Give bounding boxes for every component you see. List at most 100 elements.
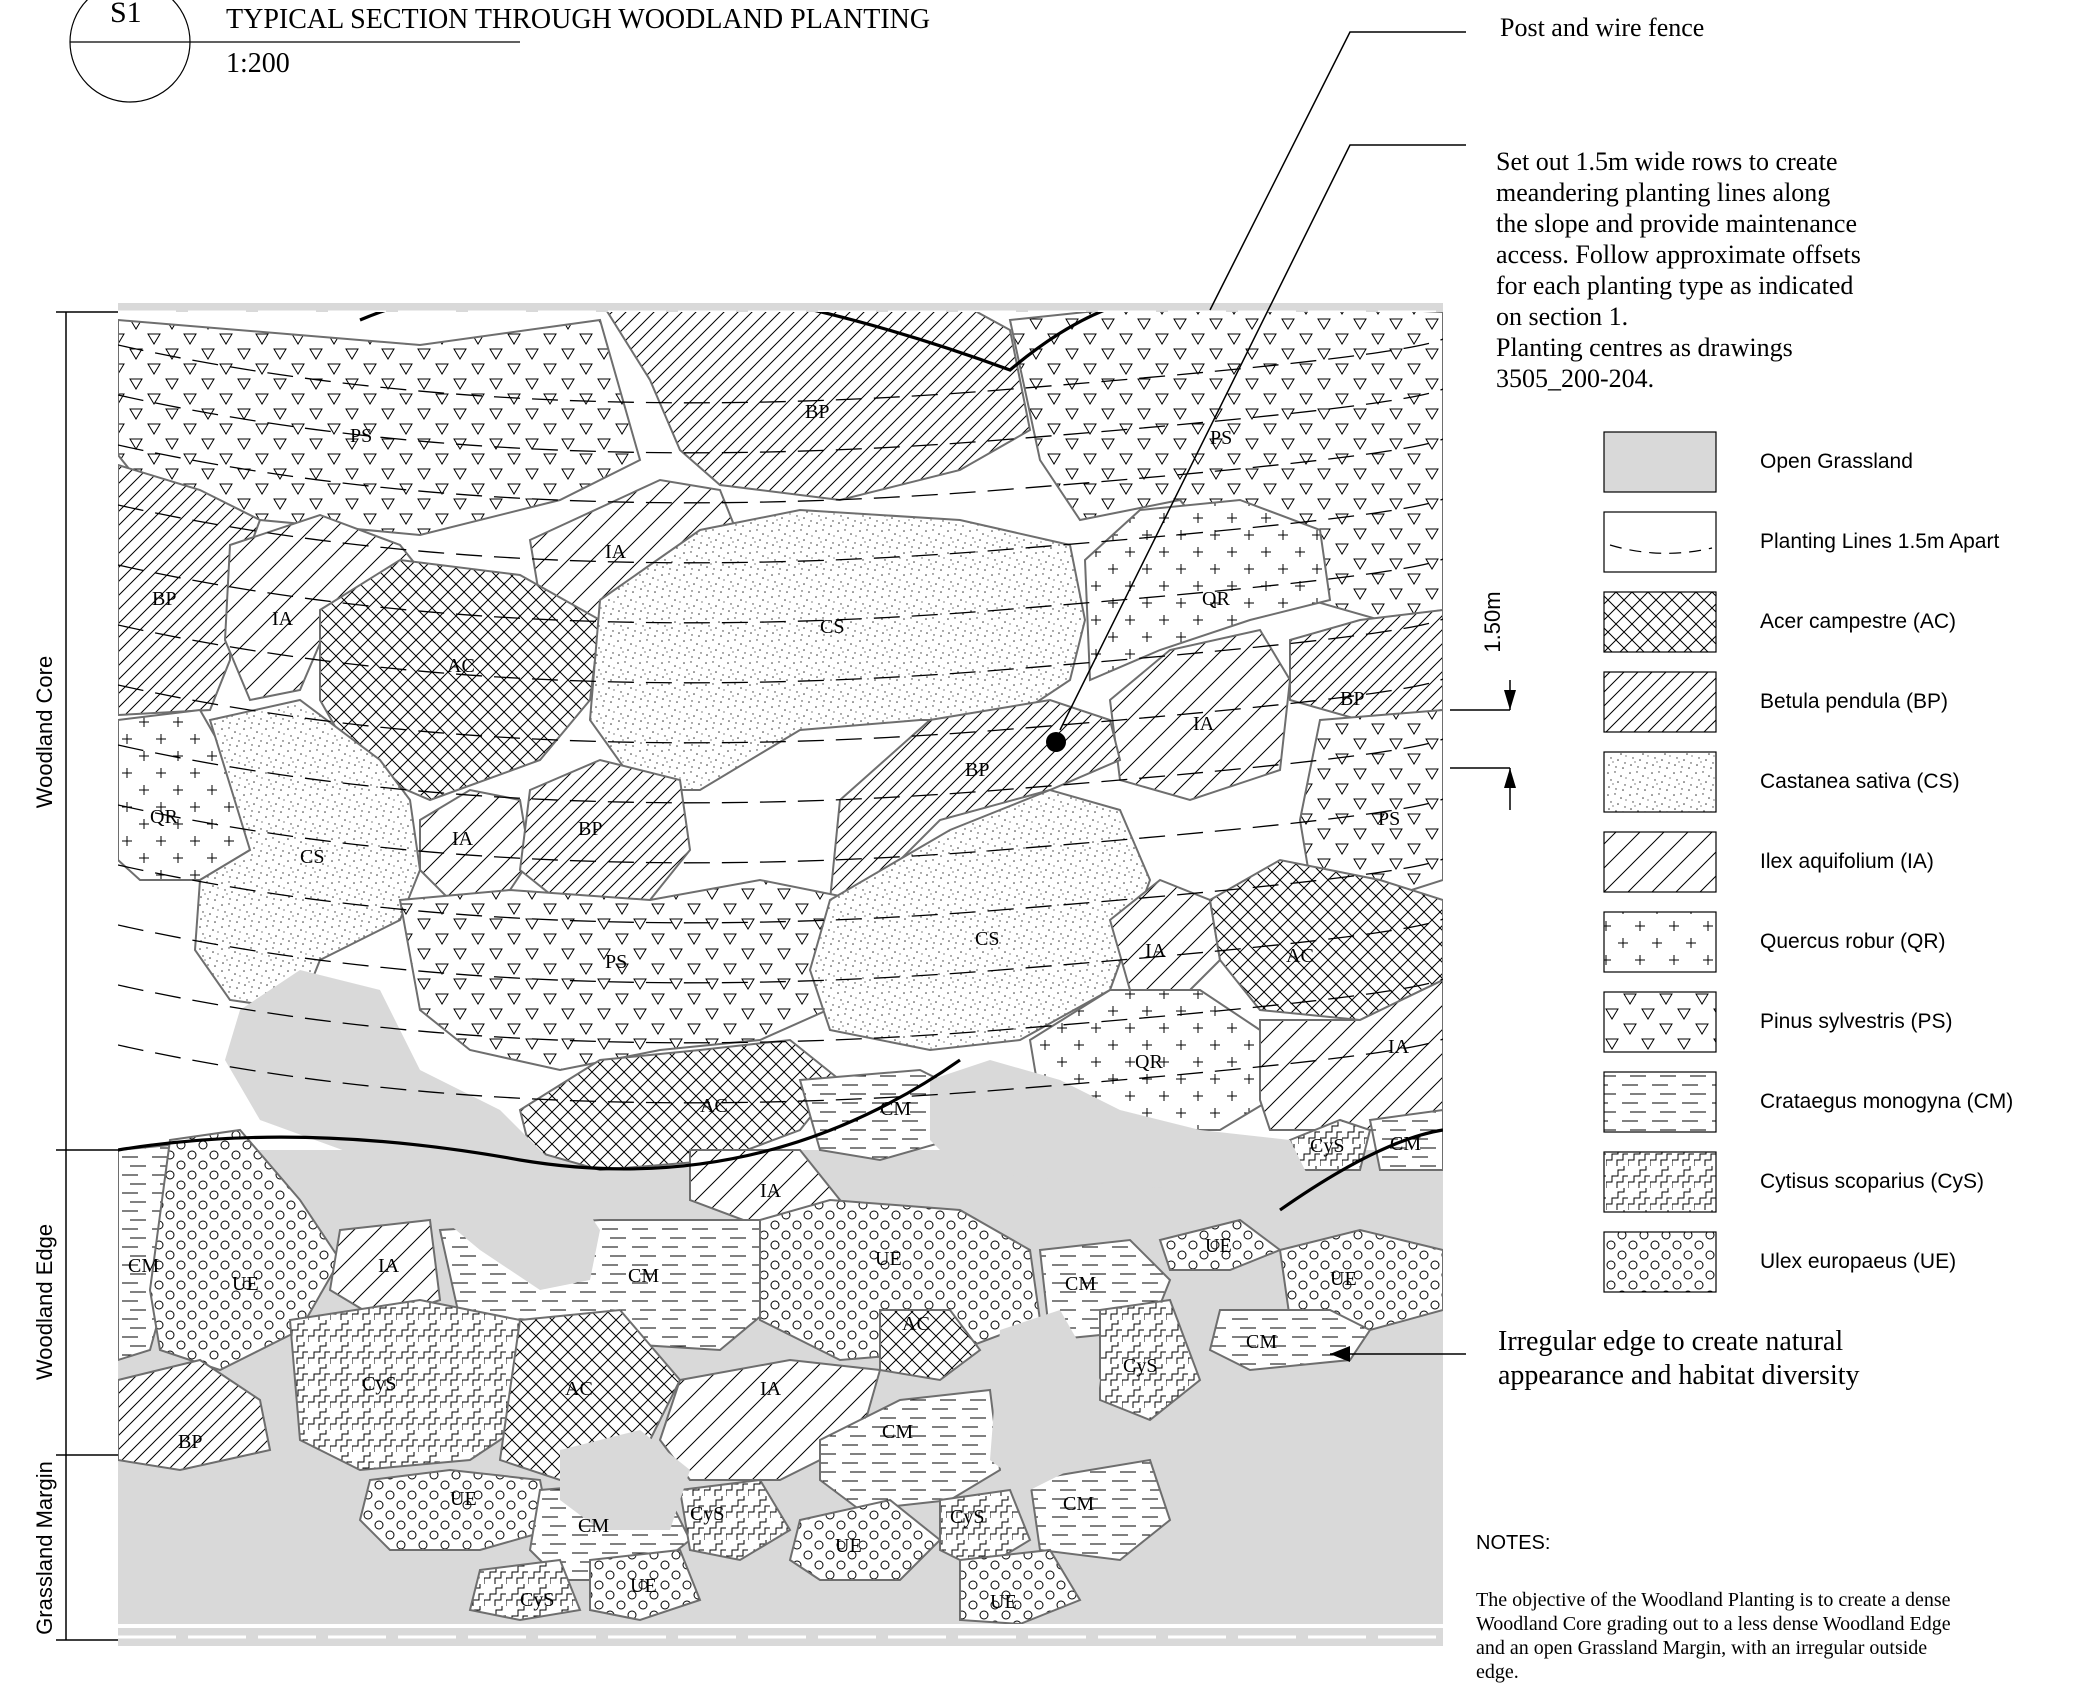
legend-swatch <box>1603 911 1717 973</box>
plot-label: CyS <box>520 1589 554 1611</box>
legend-label: Open Grassland <box>1760 450 1913 473</box>
drift-bp-4 <box>518 758 692 912</box>
drift-cys-6 <box>468 1558 582 1622</box>
plot-label: CM <box>128 1255 159 1277</box>
drift-bp-3 <box>1289 608 1443 722</box>
plot-label: CM <box>882 1421 913 1443</box>
plot-label: IA <box>378 1255 400 1277</box>
callout-edge-line: Irregular edge to create natural <box>1498 1326 1844 1357</box>
plot-label: PS <box>350 425 372 447</box>
callout-rows-line: Set out 1.5m wide rows to create <box>1496 147 1838 176</box>
plot-label: UE <box>232 1273 259 1295</box>
legend-label: Quercus robur (QR) <box>1760 930 1946 953</box>
legend-swatch <box>1603 1071 1717 1133</box>
drift-bp-6 <box>118 1358 272 1472</box>
callout-rows-line: access. Follow approximate offsets <box>1496 240 1861 269</box>
plot-label: UE <box>630 1575 657 1597</box>
plot-label: CM <box>1063 1493 1094 1515</box>
legend-label: Betula pendula (BP) <box>1760 690 1948 713</box>
callout-rows: Set out 1.5m wide rows to create meander… <box>1496 146 1966 394</box>
plot-label: IA <box>1388 1036 1410 1058</box>
plot-label: PS <box>605 951 627 973</box>
drift-ps-1 <box>118 318 642 537</box>
drift-ac-2 <box>1208 858 1443 1022</box>
callout-rows-line: 3505_200-204. <box>1496 364 1655 393</box>
drift-ps-4 <box>398 878 862 1072</box>
notes-line: edge. <box>1476 1661 1519 1683</box>
plot-label: AC <box>447 655 475 677</box>
legend-label: Ilex aquifolium (IA) <box>1760 850 1934 873</box>
plot-label: CM <box>578 1515 609 1537</box>
plot-label: UE <box>1205 1235 1232 1257</box>
drift-ue-7 <box>589 1548 702 1622</box>
plot-label: CyS <box>1310 1135 1344 1157</box>
legend-label: Acer campestre (AC) <box>1760 610 1957 633</box>
grass-clearing-2 <box>930 1060 1310 1200</box>
callout-edge-line: appearance and habitat diversity <box>1498 1360 1860 1391</box>
plot-label: BP <box>1340 688 1364 710</box>
drift-bp-1 <box>606 312 1032 502</box>
drift-ue-5 <box>358 1468 552 1551</box>
zone-label-margin: Grassland Margin <box>32 1461 57 1635</box>
plot-label: CS <box>820 616 844 638</box>
plot-label: AC <box>902 1313 930 1335</box>
legend-swatch <box>1603 671 1717 733</box>
zone-dimension-line <box>56 311 118 1641</box>
section-tag: S1 <box>110 0 142 29</box>
plot-label: AC <box>1286 945 1314 967</box>
zone-label-edge: Woodland Edge <box>32 1224 57 1380</box>
fence-post-marker <box>1046 732 1066 752</box>
zone-label-core: Woodland Core <box>32 656 57 808</box>
plot-label: AC <box>700 1095 728 1117</box>
callout-rows-line: the slope and provide maintenance <box>1496 209 1857 238</box>
drift-ac-5 <box>879 1309 982 1382</box>
drift-ia-4 <box>419 788 532 902</box>
legend-swatch-dash <box>1609 544 1713 554</box>
notes-line: The objective of the Woodland Planting i… <box>1476 1589 1951 1611</box>
drift-qr-1 <box>1083 498 1332 682</box>
plot-label: BP <box>578 818 602 840</box>
legend-label: Planting Lines 1.5m Apart <box>1760 530 2000 553</box>
legend-swatch <box>1603 751 1717 813</box>
plot-label: CyS <box>362 1373 396 1395</box>
plot-label: CM <box>628 1265 659 1287</box>
drift-cm-7 <box>1208 1309 1372 1372</box>
grass-clearing-4 <box>560 1430 690 1530</box>
drift-ia-3 <box>1108 628 1292 802</box>
dimension-marker <box>1450 680 1511 810</box>
plot-label: IA <box>1193 713 1215 735</box>
plot-label: UE <box>990 1591 1017 1613</box>
notes-line: and an open Grassland Margin, with an ir… <box>1476 1637 1928 1659</box>
legend-swatch <box>1603 1231 1717 1293</box>
drift-cm-9 <box>1028 1458 1172 1562</box>
plot-labels: PS BP PS IA BP IA AC CS QR IA BP QR CS I… <box>128 401 1421 1613</box>
legend-swatch <box>1603 511 1717 573</box>
plot-label: CyS <box>1123 1355 1157 1377</box>
plot-label: CS <box>300 846 324 868</box>
drift-ue-6 <box>788 1498 942 1581</box>
section-scale: 1:200 <box>226 48 290 79</box>
plot-label: UE <box>875 1248 902 1270</box>
plot-label: IA <box>605 541 627 563</box>
plot-label: CM <box>1390 1133 1421 1155</box>
plot-label: UE <box>450 1488 477 1510</box>
notes-heading: NOTES: <box>1476 1532 1551 1554</box>
drift-ue-3 <box>1158 1218 1283 1271</box>
plot-label: PS <box>1378 808 1400 830</box>
legend-swatches <box>1603 431 1717 1293</box>
notes-line: Woodland Core grading out to a less dens… <box>1476 1613 1951 1635</box>
grass-clearing-1 <box>225 970 600 1290</box>
plot-label: BP <box>965 759 989 781</box>
bottom-fence <box>118 1628 1443 1646</box>
legend-label: Pinus sylvestris (PS) <box>1760 1010 1953 1033</box>
callout-rows-line: for each planting type as indicated <box>1496 271 1854 300</box>
plot-label: IA <box>760 1180 782 1202</box>
callout-rows-line: on section 1. <box>1496 302 1629 331</box>
notes-body: The objective of the Woodland Planting i… <box>1476 1588 2076 1684</box>
plot-label: QR <box>1135 1051 1163 1073</box>
plot-label: IA <box>760 1378 782 1400</box>
dimension-arrow-top <box>1504 690 1516 710</box>
section-title: TYPICAL SECTION THROUGH WOODLAND PLANTIN… <box>226 4 931 35</box>
plot-label: CM <box>1246 1331 1277 1353</box>
